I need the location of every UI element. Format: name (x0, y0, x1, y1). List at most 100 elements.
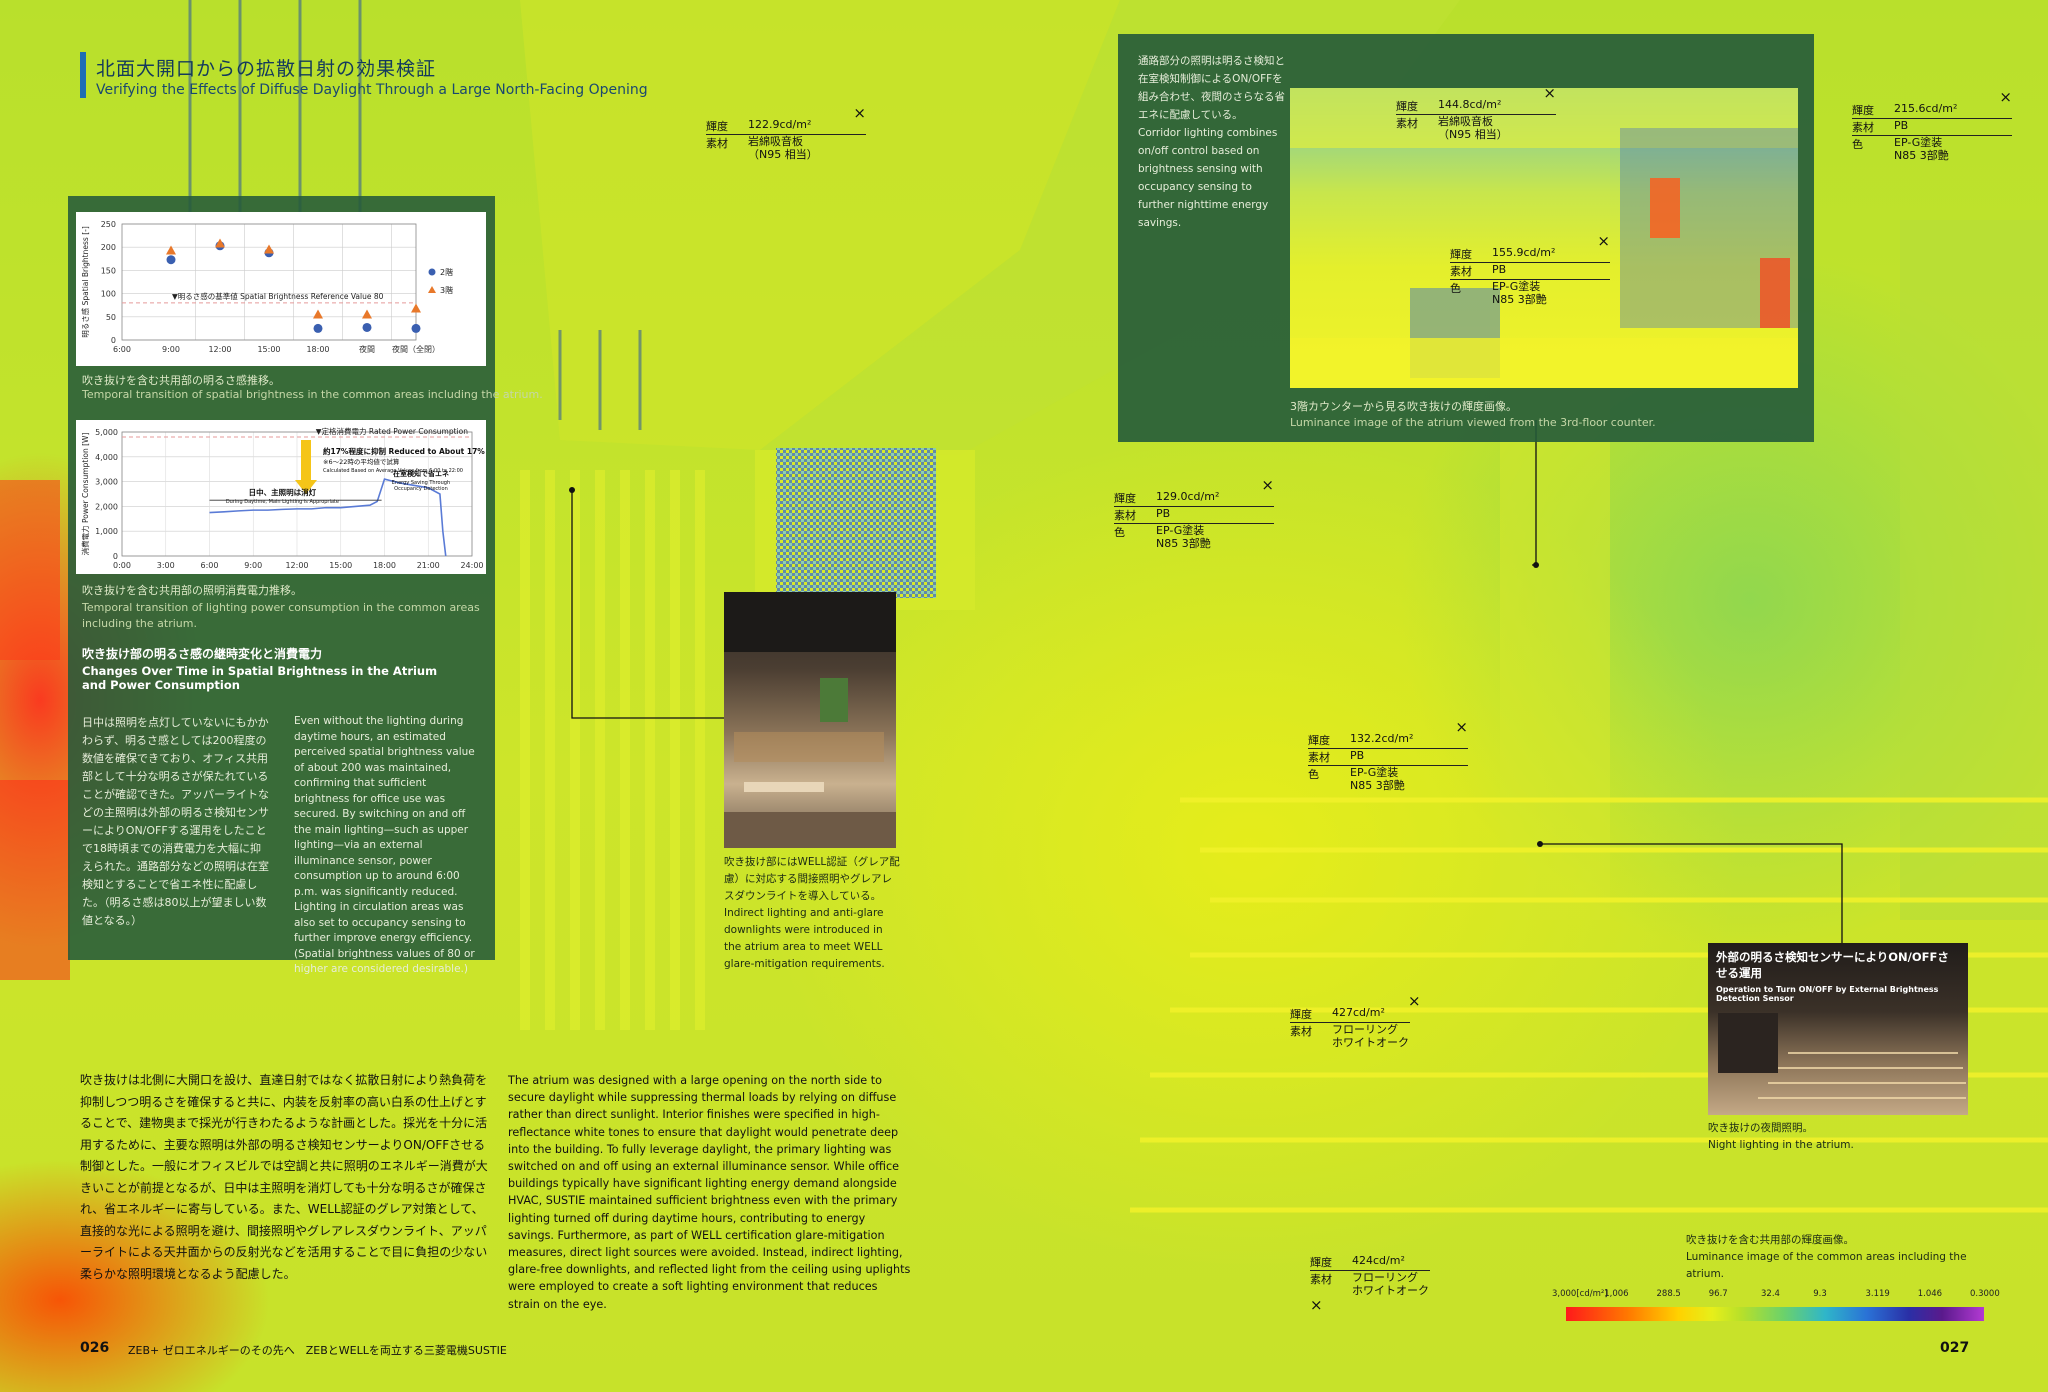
night-photo-title-en: Operation to Turn ON/OFF by External Bri… (1716, 985, 1939, 1003)
data-point-2f (166, 255, 176, 265)
data-point-3f (215, 238, 225, 248)
data-point-3f (411, 303, 421, 313)
x-tick-label: 夜間（全閉） (392, 344, 440, 354)
night-photo-detail (1718, 1013, 1966, 1099)
luminance-image-caption-jp: 吹き抜けを含む共用部の輝度画像。 (1686, 1234, 1854, 1246)
luminance-image-caption: 吹き抜けを含む共用部の輝度画像。 Luminance image of the … (1686, 1232, 2006, 1283)
tag-material: 岩綿吸音板 (1438, 115, 1493, 128)
photo-mid-caption-en: Indirect lighting and anti-glare downlig… (724, 907, 885, 970)
x-tick-label: 15:00 (257, 345, 280, 354)
y-tick-label: 200 (101, 243, 116, 252)
tag-key: 素材 (1852, 121, 1874, 134)
plot-frame (121, 431, 473, 557)
night-photo-caption-en: Night lighting in the atrium. (1708, 1139, 1854, 1151)
x-tick-label: 夜間 (359, 344, 375, 354)
atrium-image-caption-en: Luminance image of the atrium viewed fro… (1290, 416, 1656, 429)
brightness-chart-caption-en: Temporal transition of spatial brightnes… (82, 388, 543, 401)
reduction-arrow-head (295, 480, 317, 494)
page-title-en: Verifying the Effects of Diffuse Dayligh… (96, 82, 648, 98)
x-tick-label: 12:00 (285, 561, 308, 570)
close-mark-icon: × (1261, 476, 1274, 494)
running-header: ZEB+ ゼロエネルギーのその先へ ZEBとWELLを両立する三菱電機SUSTI… (128, 1344, 507, 1357)
x-tick-label: 9:00 (162, 345, 180, 354)
y-tick-label: 250 (101, 220, 116, 229)
note-average-en: Calculated Based on Average Values from … (323, 468, 463, 474)
note-occupancy-en: Energy Saving Through (392, 480, 450, 486)
y-tick-label: 0 (111, 336, 116, 345)
close-mark-icon: × (1597, 232, 1610, 250)
tag-material: PB (1492, 263, 1507, 276)
atrium-image-caption-jp: 3階カウンターから見る吹き抜けの輝度画像。 (1290, 400, 1517, 413)
tag-luminance: 424cd/m² (1352, 1254, 1405, 1267)
tag-material-grade: ホワイトオーク (1352, 1284, 1429, 1297)
y-tick-label: 2,000 (95, 502, 118, 511)
tag-material: フローリング (1332, 1023, 1398, 1036)
x-tick-label: 24:00 (460, 561, 483, 570)
panel-body-en: Even without the lighting during daytime… (294, 715, 475, 975)
y-tick-label: 50 (106, 313, 116, 322)
tag-material-grade: （N95 相当） (1438, 128, 1508, 141)
tag-material: PB (1894, 119, 1909, 132)
power-chart-caption-jp: 吹き抜けを含む共用部の照明消費電力推移。 (82, 584, 302, 597)
y-tick-label: 4,000 (95, 453, 118, 462)
data-point-3f (264, 244, 274, 254)
scale-tick-label: 1,006 (1604, 1289, 1629, 1299)
x-tick-label: 6:00 (113, 345, 131, 354)
legend-marker (428, 268, 436, 276)
data-point-2f (411, 323, 421, 333)
tag-key: 色 (1114, 526, 1125, 539)
close-mark-icon: × (1455, 718, 1468, 736)
data-point-3f (362, 309, 372, 319)
tag-color: EP-G塗装 (1492, 280, 1541, 293)
luminance-color-scale (1566, 1307, 1984, 1321)
tag-luminance: 155.9cd/m² (1492, 246, 1556, 259)
photo-mid-caption-jp: 吹き抜け部にはWELL認証（グレア配慮）に対応する間接照明やグレアレスダウンライ… (724, 856, 900, 902)
page-title-jp: 北面大開口からの拡散日射の効果検証 (96, 58, 437, 80)
scale-tick-label: 3.119 (1865, 1289, 1890, 1299)
scale-tick-label: 32.4 (1761, 1289, 1780, 1299)
tag-color: EP-G塗装 (1350, 766, 1399, 779)
tag-material: PB (1350, 749, 1365, 762)
panel-body-jp: 日中は照明を点灯していないにもかかわらず、明るさ感としては200程度の数値を確保… (82, 716, 269, 927)
tag-key: 輝度 (1310, 1256, 1332, 1269)
data-point-3f (166, 245, 176, 255)
x-tick-label: 9:00 (244, 561, 262, 570)
tag-key: 素材 (1114, 509, 1136, 522)
tag-key: 輝度 (1450, 248, 1472, 261)
plot-frame (121, 223, 417, 341)
night-photo-caption-jp: 吹き抜けの夜間照明。 (1708, 1122, 1813, 1134)
tag-key: 輝度 (1396, 100, 1418, 113)
photo-mid-caption: 吹き抜け部にはWELL認証（グレア配慮）に対応する間接照明やグレアレスダウンライ… (724, 854, 900, 973)
tag-key: 輝度 (1290, 1008, 1312, 1021)
x-tick-label: 18:00 (306, 345, 329, 354)
close-mark-icon: × (1999, 88, 2012, 106)
scale-tick-label: 1.046 (1917, 1289, 1943, 1299)
tag-luminance: 132.2cd/m² (1350, 732, 1414, 745)
page-number-right: 027 (1940, 1340, 1970, 1356)
tag-key: 素材 (1396, 117, 1418, 130)
close-mark-icon: × (1310, 1296, 1323, 1314)
tag-key: 素材 (1290, 1025, 1312, 1038)
tag-key: 輝度 (1308, 734, 1330, 747)
scale-tick-label: 96.7 (1708, 1289, 1728, 1299)
night-photo-title-jp: 外部の明るさ検知センサーによりON/OFFさせる運用 (1716, 950, 1949, 980)
night-photo-caption: 吹き抜けの夜間照明。 Night lighting in the atrium. (1708, 1120, 1968, 1154)
tag-luminance: 122.9cd/m² (748, 118, 812, 131)
reduction-arrow-shaft (301, 440, 311, 480)
tag-color-grade: N85 3部艶 (1350, 779, 1405, 792)
tag-color-grade: N85 3部艶 (1492, 293, 1547, 306)
tag-key: 色 (1308, 768, 1319, 781)
data-point-2f (362, 322, 372, 332)
y-axis-label: 消費電力 Power Consumption [W] (80, 433, 90, 556)
corridor-text: 通路部分の照明は明るさ検知と在室検知制御によるON/OFFを組み合わせ、夜間のさ… (1138, 52, 1286, 232)
corridor-text-jp: 通路部分の照明は明るさ検知と在室検知制御によるON/OFFを組み合わせ、夜間のさ… (1138, 55, 1285, 121)
power-chart-caption-en: Temporal transition of lighting power co… (82, 601, 480, 630)
